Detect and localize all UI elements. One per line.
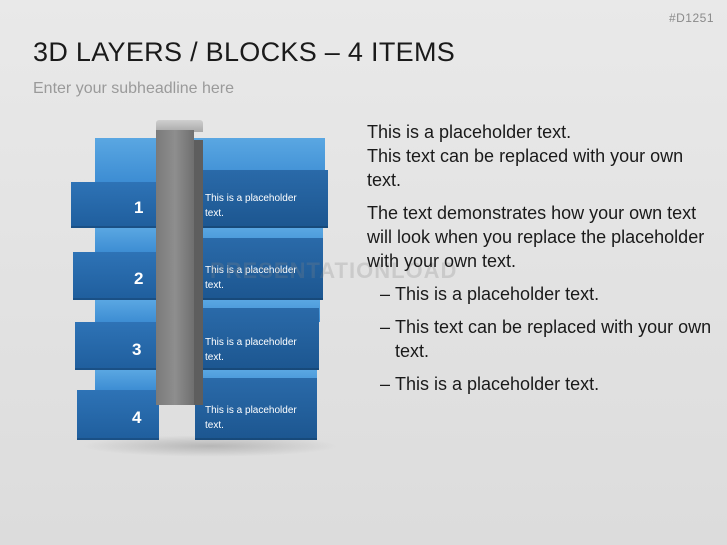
slide-title: 3D LAYERS / BLOCKS – 4 ITEMS xyxy=(33,37,456,67)
pillar-front xyxy=(156,130,194,405)
bullet-item-1: This is a placeholder text. xyxy=(367,282,712,306)
block-1-text: This is a placeholder text. xyxy=(205,193,297,219)
pillar-top xyxy=(156,120,203,132)
body-paragraph-1: This is a placeholder text. This text ca… xyxy=(367,120,712,192)
slide-id: #D1251 xyxy=(668,11,714,25)
body-paragraph-1-line-1: This is a placeholder text. xyxy=(367,122,572,142)
pillar-side xyxy=(194,140,203,405)
watermark-text: PRESENTATIONLOAD xyxy=(210,258,458,283)
slide-subtitle: Enter your subheadline here xyxy=(33,80,235,97)
block-2-number: 2 xyxy=(134,269,144,288)
body-text-area: This is a placeholder text. This text ca… xyxy=(367,120,712,405)
block-1-number: 1 xyxy=(134,198,144,217)
body-paragraph-2: The text demonstrates how your own text … xyxy=(367,203,705,271)
block-3-text: This is a placeholder text. xyxy=(205,337,297,363)
block-4-text: This is a placeholder text. xyxy=(205,405,297,431)
layer-blocks-graphic: 1 This is a placeholder text. 2 This is … xyxy=(60,110,350,460)
bullet-item-3: This is a placeholder text. xyxy=(367,372,712,396)
bullet-item-2: This text can be replaced with your own … xyxy=(367,315,712,363)
block-2-text: This is a placeholder text. xyxy=(205,265,297,291)
blocks-shadow xyxy=(80,435,340,457)
body-paragraph-1-line-2: This text can be replaced with your own … xyxy=(367,146,684,190)
bullet-list: This is a placeholder text. This text ca… xyxy=(367,282,712,396)
block-3-number: 3 xyxy=(132,340,142,359)
block-4-number: 4 xyxy=(132,408,142,427)
